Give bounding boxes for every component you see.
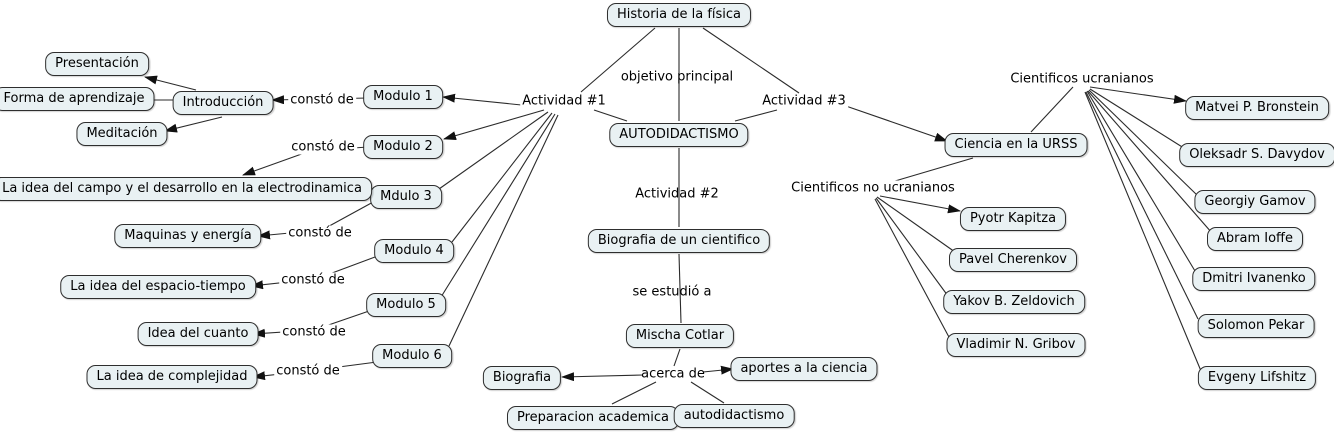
node-mdulo-3[interactable]: Mdulo 3 (370, 185, 442, 209)
node-matvei-bronstein[interactable]: Matvei P. Bronstein (1185, 96, 1329, 120)
node-yakov-zeldovich[interactable]: Yakov B. Zeldovich (943, 290, 1085, 314)
link-label-consto-de-5[interactable]: constó de (280, 324, 348, 340)
node-pavel-cherenkov[interactable]: Pavel Cherenkov (949, 248, 1077, 272)
node-solomon-pekar[interactable]: Solomon Pekar (1197, 314, 1315, 338)
link-label-consto-de-2[interactable]: constó de (289, 139, 357, 155)
node-oleksadr-davydov[interactable]: Oleksadr S. Davydov (1179, 143, 1334, 167)
link-label-cientificos-ucranianos[interactable]: Cientificos ucranianos (1008, 71, 1156, 87)
node-forma-de-aprendizaje[interactable]: Forma de aprendizaje (0, 87, 155, 111)
node-pyotr-kapitza[interactable]: Pyotr Kapitza (959, 207, 1067, 231)
node-vladimir-gribov[interactable]: Vladimir N. Gribov (946, 333, 1086, 357)
node-introduccion[interactable]: Introducción (172, 91, 274, 115)
node-modulo-1[interactable]: Modulo 1 (363, 85, 443, 109)
node-idea-del-campo-electrodinamica[interactable]: La idea del campo y el desarrollo en la … (0, 177, 372, 201)
node-autodidactismo[interactable]: AUTODIDACTISMO (609, 123, 749, 147)
node-preparacion-academica[interactable]: Preparacion academica (506, 406, 680, 430)
link-label-actividad-2[interactable]: Actividad #2 (635, 186, 719, 202)
link-label-objetivo-principal[interactable]: objetivo principal (620, 69, 734, 85)
node-dmitri-ivanenko[interactable]: Dmitri Ivanenko (1192, 267, 1316, 291)
link-label-se-estudio-a[interactable]: se estudió a (632, 284, 712, 300)
link-label-acerca-de[interactable]: acerca de (641, 366, 705, 382)
node-georgiy-gamov[interactable]: Georgiy Gamov (1194, 190, 1316, 214)
link-label-consto-de-4[interactable]: constó de (279, 272, 347, 288)
link-label-consto-de-3[interactable]: constó de (286, 225, 354, 241)
node-idea-espacio-tiempo[interactable]: La idea del espacio-tiempo (60, 275, 256, 299)
node-historia-de-la-fisica[interactable]: Historia de la física (606, 3, 752, 27)
link-label-consto-de-1[interactable]: constó de (288, 92, 356, 108)
node-ciencia-en-la-urss[interactable]: Ciencia en la URSS (944, 133, 1088, 157)
node-modulo-5[interactable]: Modulo 5 (366, 293, 446, 317)
node-mischa-cotlar[interactable]: Mischa Cotlar (625, 324, 735, 348)
node-biografia[interactable]: Biografia (482, 366, 562, 390)
node-abram-ioffe[interactable]: Abram Ioffe (1207, 227, 1303, 251)
node-evgeny-lifshitz[interactable]: Evgeny Lifshitz (1197, 366, 1317, 390)
node-biografia-de-un-cientifico[interactable]: Biografia de un cientifico (587, 229, 771, 253)
node-aportes-a-la-ciencia[interactable]: aportes a la ciencia (730, 357, 878, 381)
node-modulo-6[interactable]: Modulo 6 (372, 344, 452, 368)
node-meditacion[interactable]: Meditación (76, 122, 168, 146)
node-modulo-4[interactable]: Modulo 4 (374, 239, 454, 263)
node-presentacion[interactable]: Presentación (45, 52, 149, 76)
link-label-cientificos-no-ucranianos[interactable]: Cientificos no ucranianos (789, 180, 957, 196)
link-label-consto-de-6[interactable]: constó de (274, 363, 342, 379)
node-idea-de-complejidad[interactable]: La idea de complejidad (86, 365, 258, 389)
link-label-actividad-1[interactable]: Actividad #1 (520, 93, 608, 109)
node-autodidactismo-child[interactable]: autodidactismo (673, 404, 795, 428)
node-maquinas-y-energia[interactable]: Maquinas y energía (114, 224, 262, 248)
node-idea-del-cuanto[interactable]: Idea del cuanto (137, 322, 259, 346)
node-modulo-2[interactable]: Modulo 2 (363, 135, 443, 159)
link-label-actividad-3[interactable]: Actividad #3 (760, 93, 848, 109)
